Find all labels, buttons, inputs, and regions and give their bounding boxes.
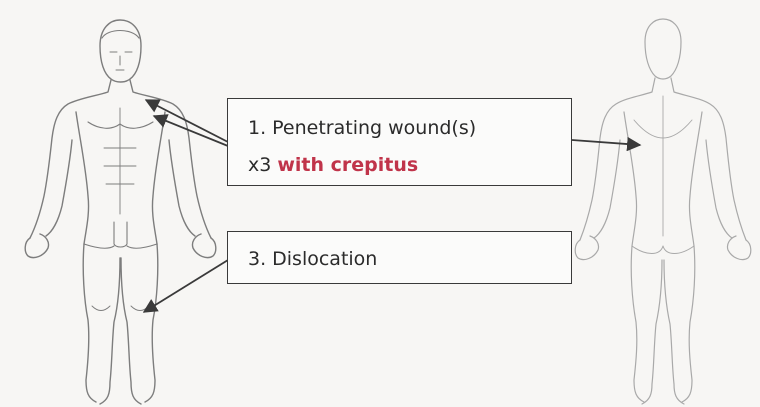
annotation-number: 3. xyxy=(248,248,267,270)
back-body-figure xyxy=(574,18,752,405)
arrow-to-knee xyxy=(142,259,229,313)
wound-count: x3 xyxy=(248,154,272,176)
annotation-arrows xyxy=(142,99,642,313)
annotation-text: Penetrating wound(s) xyxy=(272,117,477,139)
arrow-to-chest xyxy=(152,114,229,147)
annotation-text: Dislocation xyxy=(272,248,378,270)
arrow-to-back xyxy=(571,136,642,152)
wound-qualifier: with crepitus xyxy=(277,154,419,176)
annotation-box-dislocation: 3.Dislocation xyxy=(227,231,572,284)
front-body-figure xyxy=(24,19,217,405)
wound-label-line: 1.Penetrating wound(s) xyxy=(248,117,476,139)
dislocation-label-line: 3.Dislocation xyxy=(248,248,377,270)
arrow-to-upper-chest xyxy=(144,99,229,143)
annotation-number: 1. xyxy=(248,117,267,139)
